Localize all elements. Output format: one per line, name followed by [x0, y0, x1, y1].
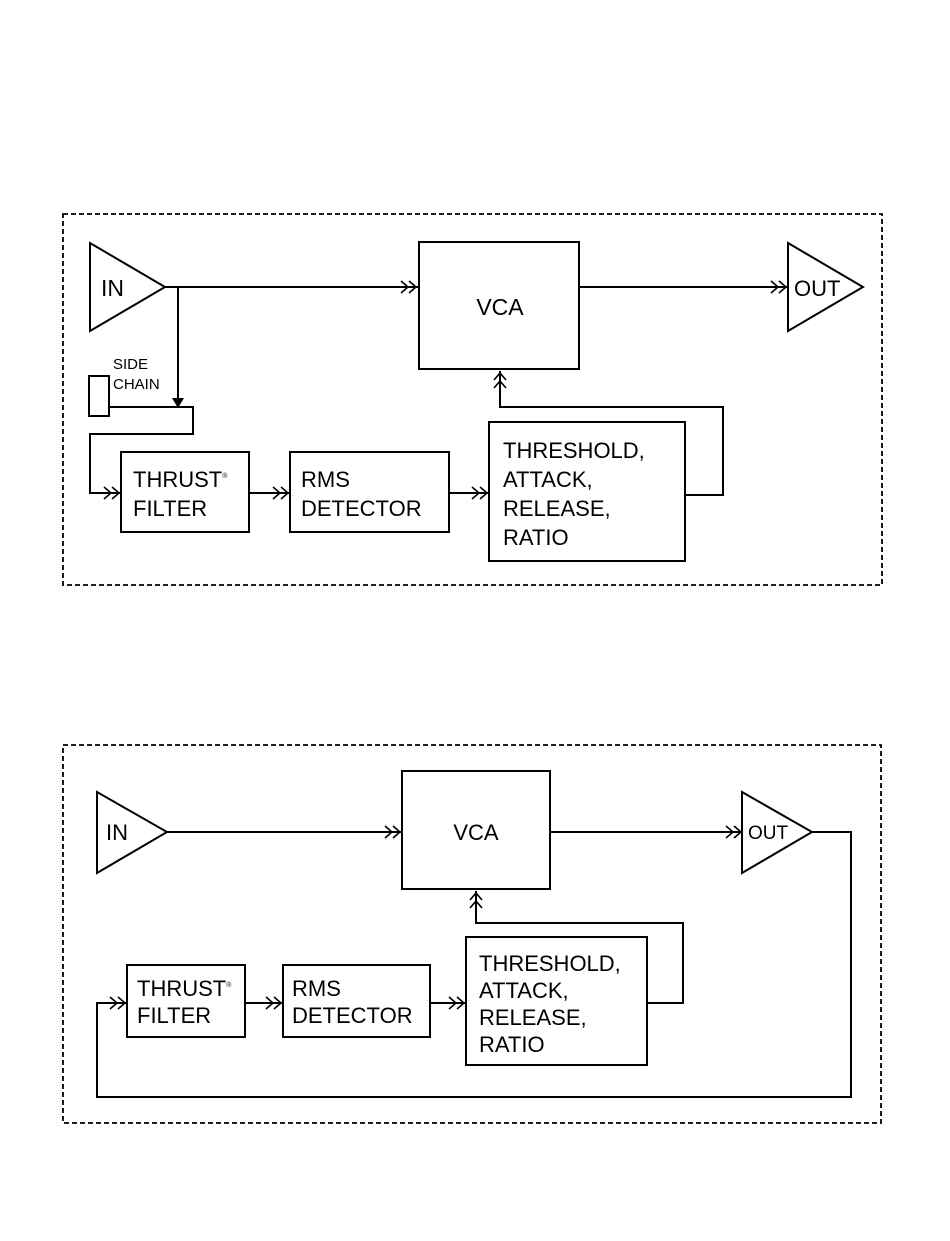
attack-label-top: ATTACK, — [503, 467, 593, 492]
attack-label-bottom: ATTACK, — [479, 978, 569, 1003]
filter-label-top: FILTER — [133, 496, 207, 521]
vca-label-bottom: VCA — [453, 820, 499, 845]
in-label-bottom: IN — [106, 820, 128, 845]
in-label-top: IN — [101, 275, 124, 301]
thrust-label-bottom: THRUST® — [137, 976, 232, 1001]
side-chain-label-line2: CHAIN — [113, 376, 160, 393]
detector-label-top: DETECTOR — [301, 496, 422, 521]
diagram-feed-forward: IN VCA OUT SIDE CHAIN — [63, 214, 882, 585]
out-label-top: OUT — [794, 276, 840, 301]
threshold-label-top: THRESHOLD, — [503, 438, 645, 463]
diagram-feedback: IN VCA OUT THRUST® FILTER — [63, 745, 881, 1123]
ratio-label-bottom: RATIO — [479, 1032, 545, 1057]
detector-label-bottom: DETECTOR — [292, 1003, 413, 1028]
rms-label-top: RMS — [301, 467, 350, 492]
vca-label-top: VCA — [476, 294, 524, 320]
rms-label-bottom: RMS — [292, 976, 341, 1001]
release-label-bottom: RELEASE, — [479, 1005, 587, 1030]
ratio-label-top: RATIO — [503, 525, 569, 550]
release-label-top: RELEASE, — [503, 496, 611, 521]
out-label-bottom: OUT — [748, 823, 789, 844]
side-chain-jack — [89, 376, 109, 416]
thrust-label-top: THRUST® — [133, 467, 228, 492]
threshold-label-bottom: THRESHOLD, — [479, 951, 621, 976]
filter-label-bottom: FILTER — [137, 1003, 211, 1028]
side-chain-label-line1: SIDE — [113, 356, 148, 373]
